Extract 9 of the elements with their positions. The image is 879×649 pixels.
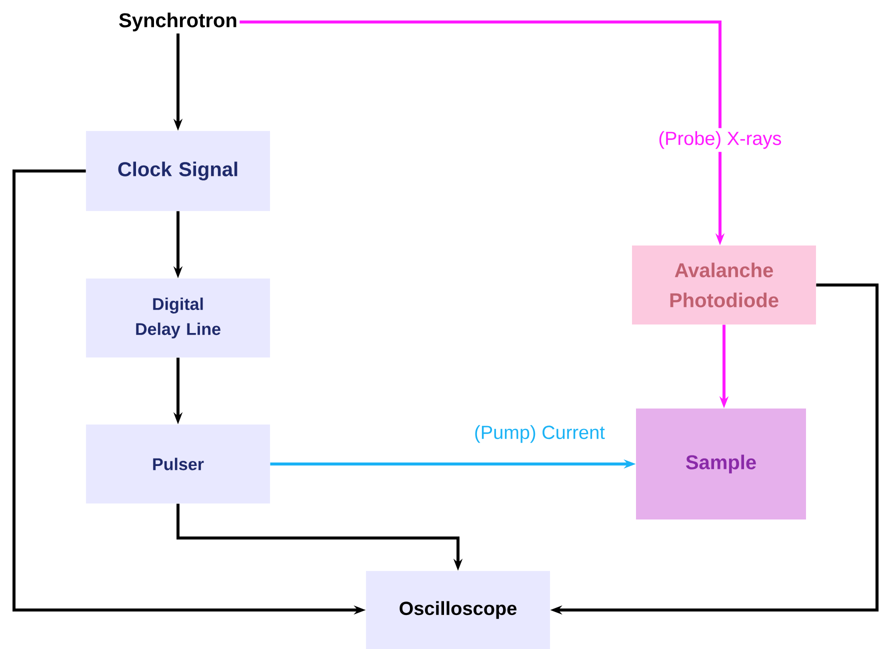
edge-label: (Pump) Current — [471, 422, 608, 446]
process-box: Sample — [636, 408, 806, 520]
edge-label: (Probe) X-rays — [655, 128, 785, 152]
process-box: Digital Delay Line — [86, 278, 270, 358]
process-box: Avalanche Photodiode — [632, 246, 816, 324]
process-box: Pulser — [86, 424, 270, 504]
process-box: Clock Signal — [86, 131, 270, 211]
process-box: Oscilloscope — [366, 571, 550, 649]
source-label: Synchrotron — [119, 12, 236, 32]
